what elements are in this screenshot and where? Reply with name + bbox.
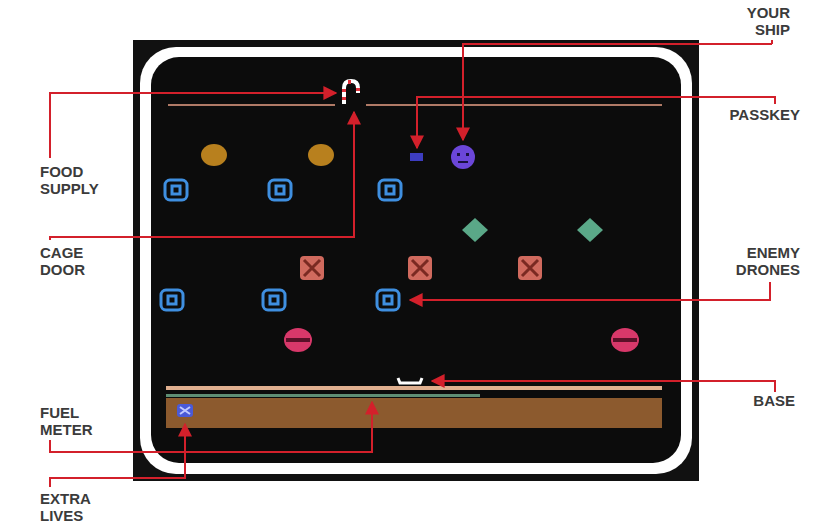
ground-line — [166, 386, 662, 390]
callout-label: CAGE DOOR — [40, 244, 110, 278]
drone-sprites — [300, 256, 542, 280]
callout-label: YOUR SHIP — [710, 4, 790, 38]
cage-wall — [366, 104, 662, 106]
callout-label: PASSKEY — [700, 106, 800, 123]
base-sprite — [398, 378, 422, 383]
ship-sprite — [451, 145, 475, 169]
leader-lines — [50, 40, 775, 487]
fuel-bar — [166, 394, 480, 397]
drone-sprites — [284, 328, 639, 352]
cage-door-sprite — [342, 80, 360, 104]
cage-wall — [168, 104, 335, 106]
callout-label: ENEMY DRONES — [720, 244, 800, 278]
ground-band — [166, 398, 662, 428]
callout-label: FOOD SUPPLY — [40, 163, 120, 197]
extra-life-sprite — [177, 404, 193, 417]
callout-label: BASE — [725, 392, 795, 409]
drone-sprites — [161, 180, 401, 310]
callout-label: EXTRA LIVES — [40, 490, 110, 524]
drone-sprites — [462, 218, 603, 242]
food-sprites — [201, 144, 334, 166]
callout-label: FUEL METER — [40, 404, 110, 438]
passkey-sprite — [410, 153, 423, 161]
